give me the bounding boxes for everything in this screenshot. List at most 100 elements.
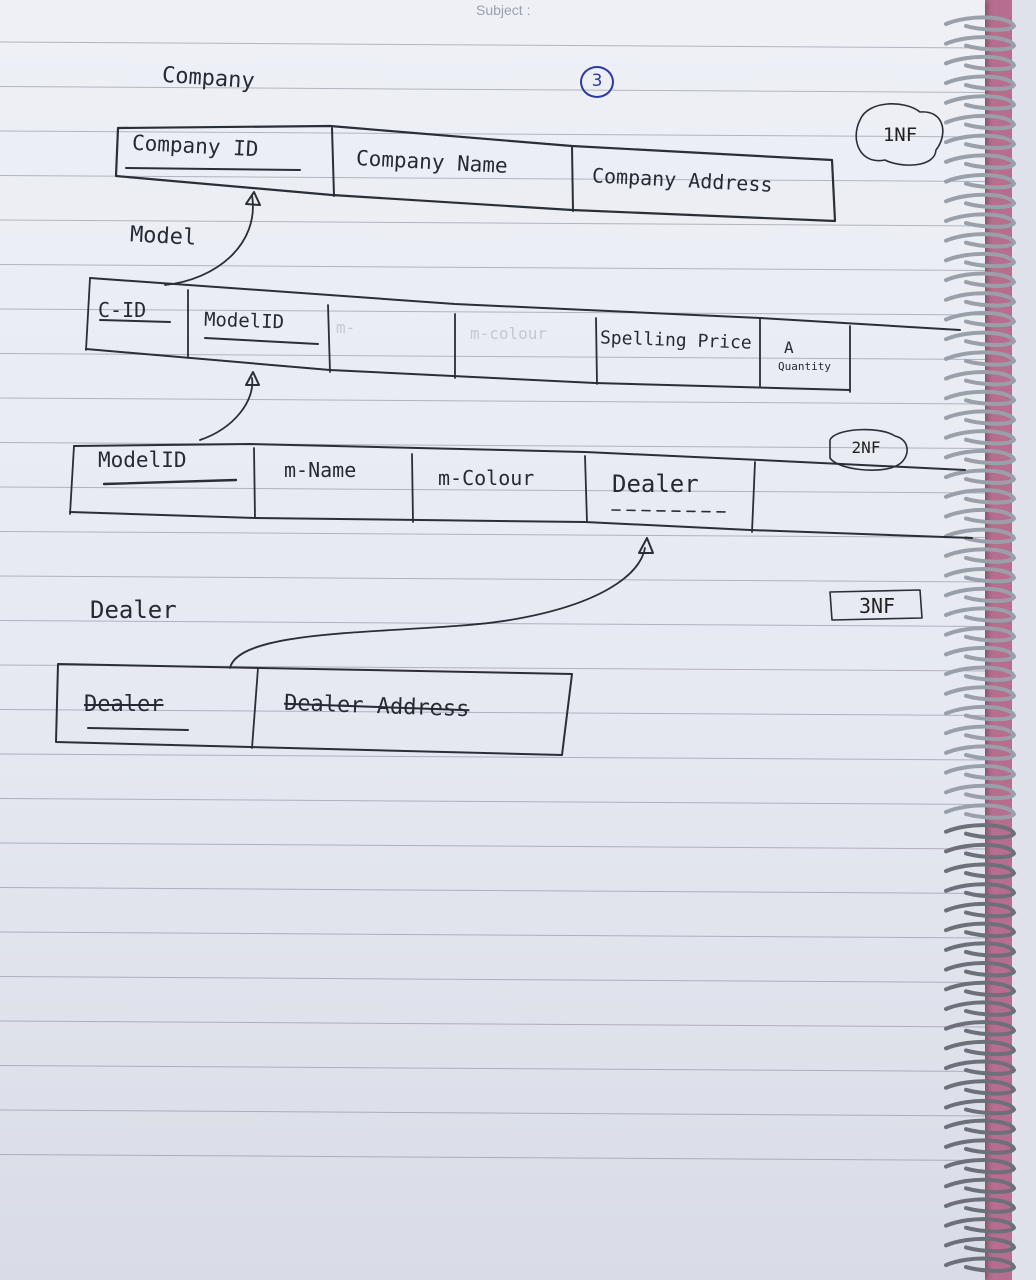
spiral-coil bbox=[944, 744, 1017, 761]
spiral-coil bbox=[944, 1118, 1017, 1135]
spiral-coil bbox=[944, 842, 1017, 860]
spiral-coil bbox=[944, 1256, 1017, 1273]
spiral-coil bbox=[944, 370, 1017, 387]
spiral-coil bbox=[944, 251, 1017, 269]
ruled-lines bbox=[0, 41, 985, 1161]
spiral-coil bbox=[944, 882, 1017, 899]
rule-line bbox=[0, 86, 985, 93]
spiral-coil bbox=[944, 153, 1017, 170]
spiral-coil bbox=[944, 1236, 1017, 1254]
dealer-title: Dealer bbox=[90, 596, 177, 624]
subject-label: Subject : bbox=[476, 2, 531, 18]
model-a-column: A bbox=[784, 338, 794, 357]
nf-label-1nf: 1NF bbox=[882, 124, 918, 146]
nf-label-3nf: 3NF bbox=[858, 594, 896, 618]
spiral-coil bbox=[944, 1039, 1017, 1057]
spiral-coil bbox=[944, 1177, 1017, 1195]
model2-mname-column: m-Name bbox=[284, 458, 357, 482]
spiral-coil bbox=[944, 429, 1017, 446]
rule-line bbox=[0, 264, 985, 271]
rule-line bbox=[0, 41, 985, 49]
dealer-dealer-column: Dealer bbox=[84, 692, 164, 717]
spiral-coil bbox=[944, 783, 1017, 801]
spiral-coil bbox=[944, 448, 1017, 466]
rule-line bbox=[0, 1020, 985, 1028]
spiral-coil bbox=[944, 192, 1017, 210]
spiral-coil bbox=[944, 330, 1017, 347]
spiral-coil bbox=[944, 1079, 1017, 1096]
rule-line bbox=[0, 308, 985, 316]
rule-line bbox=[0, 887, 985, 894]
spiral-coil bbox=[944, 350, 1017, 367]
spiral-coil bbox=[944, 1020, 1017, 1037]
spiral-coil bbox=[944, 1000, 1017, 1017]
spiral-coil bbox=[944, 567, 1017, 584]
spiral-coil bbox=[944, 54, 1017, 72]
spiral-coil bbox=[944, 113, 1017, 131]
model-modelid-column: ModelID bbox=[203, 308, 285, 334]
spiral-coil bbox=[944, 764, 1017, 781]
model-title: Model bbox=[129, 222, 197, 251]
spiral-coil bbox=[944, 901, 1017, 919]
spiral-coil bbox=[944, 1059, 1017, 1076]
spiral-coil bbox=[944, 310, 1017, 328]
spiral-coil bbox=[944, 212, 1017, 229]
spiral-coil bbox=[944, 507, 1017, 525]
spiral-coil bbox=[944, 133, 1017, 150]
spiral-coil bbox=[944, 1098, 1017, 1116]
nf-label-2nf: 2NF bbox=[851, 438, 881, 457]
spiral-coil bbox=[944, 704, 1017, 722]
spiral-binding bbox=[944, 15, 1017, 1273]
model2-modelid-column: ModelID bbox=[98, 448, 187, 472]
spiral-coil bbox=[944, 606, 1017, 623]
rule-line bbox=[0, 397, 985, 405]
spiral-coil bbox=[944, 961, 1017, 978]
spiral-coil bbox=[944, 1158, 1017, 1175]
spiral-coil bbox=[944, 626, 1017, 643]
spiral-coil bbox=[944, 980, 1017, 998]
model-mname-column: m- bbox=[336, 318, 356, 337]
spiral-coil bbox=[944, 921, 1017, 938]
spiral-coil bbox=[944, 665, 1017, 682]
spiral-coil bbox=[944, 291, 1017, 308]
model2-dealer-column: Dealer bbox=[612, 470, 699, 498]
spiral-coil bbox=[944, 1197, 1017, 1214]
rule-line bbox=[0, 1154, 985, 1161]
spiral-coil bbox=[944, 645, 1017, 663]
rule-line bbox=[0, 1065, 985, 1072]
rule-line bbox=[0, 976, 985, 983]
model-quantity-label: Quantity bbox=[778, 360, 831, 373]
spiral-coil bbox=[944, 35, 1017, 52]
rule-line bbox=[0, 664, 985, 672]
spiral-coil bbox=[944, 823, 1017, 840]
rule-line bbox=[0, 842, 985, 850]
spiral-coil bbox=[944, 724, 1017, 741]
notebook-page bbox=[0, 0, 985, 1280]
rule-line bbox=[0, 531, 985, 538]
spiral-coil bbox=[944, 468, 1017, 485]
spiral-coil bbox=[944, 232, 1017, 249]
spiral-coil bbox=[944, 409, 1017, 426]
spiral-coil bbox=[944, 527, 1017, 544]
next-page-edge bbox=[1012, 0, 1036, 1280]
spiral-coil bbox=[944, 941, 1017, 958]
spiral-coil bbox=[944, 685, 1017, 702]
rule-line bbox=[0, 575, 985, 583]
spiral-coil bbox=[944, 1217, 1017, 1234]
rule-line bbox=[0, 798, 985, 805]
spiral-coil bbox=[944, 488, 1017, 505]
spiral-coil bbox=[944, 74, 1017, 91]
rule-line bbox=[0, 353, 985, 360]
spiral-coil bbox=[944, 547, 1017, 564]
spiral-coil bbox=[944, 94, 1017, 111]
rule-line bbox=[0, 753, 985, 761]
model2-mcolour-column: m-Colour bbox=[438, 466, 535, 490]
page-number: 3 bbox=[580, 66, 614, 98]
rule-line bbox=[0, 1109, 985, 1117]
spiral-coil bbox=[944, 586, 1017, 604]
model-cid-column: C-ID bbox=[98, 298, 147, 322]
model-mcolour-column: m-colour bbox=[470, 324, 548, 343]
spiral-coil bbox=[944, 15, 1017, 32]
rule-line bbox=[0, 931, 985, 939]
